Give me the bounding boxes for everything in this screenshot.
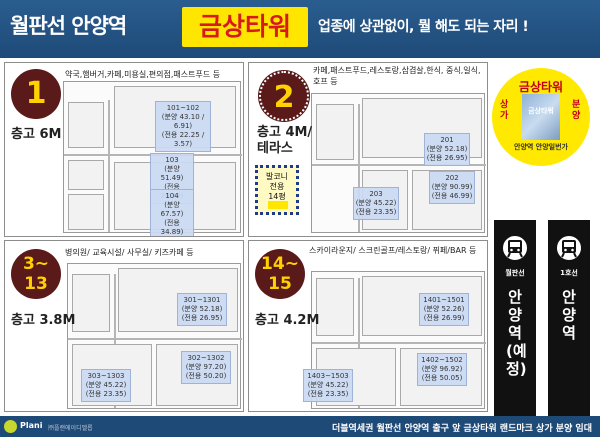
unit-id: 103 — [165, 156, 179, 164]
unit-area: (분양 97.20) — [185, 363, 227, 371]
tower-logo-right: 분양 — [572, 100, 581, 121]
unit-id: 1403~1503 — [307, 372, 349, 380]
floor-badge: 1 — [11, 69, 61, 119]
unit-id: 301~1301 — [183, 296, 221, 304]
header-tower-name: 금상타워 — [182, 7, 308, 47]
subway-train-icon — [555, 234, 583, 262]
unit-id: 201 — [440, 136, 454, 144]
unit-net: (전용 50.20) — [185, 372, 227, 380]
company-logo-text: Plani — [20, 421, 43, 430]
unit-area: (분양 96.92) — [421, 365, 463, 373]
floor-badge-top: 14~ — [261, 254, 299, 274]
floor-height-line1: 층고 4M/ — [257, 125, 313, 140]
unit-box: 201 (분양 52.18) (전용 26.95) — [424, 133, 470, 166]
station-line: 월판선 — [505, 269, 525, 277]
floor-badge-bottom: 13 — [24, 274, 48, 294]
floor-uses: 병의원/ 교육시설/ 사무실/ 키즈카페 등 — [65, 248, 194, 257]
company-logo-icon — [4, 420, 17, 433]
header-slogan: 업종에 상관없이, 뭘 해도 되는 자리 ! — [318, 19, 529, 35]
subway-train-icon — [501, 234, 529, 262]
unit-box: 104 (분양 67.57) (전용 34.89) — [150, 189, 194, 236]
floor-3-13-panel: 3~ 13 병의원/ 교육시설/ 사무실/ 키즈카페 등 층고 3.8M 301… — [4, 240, 244, 412]
balcony-label: 14평 — [268, 192, 286, 201]
unit-box: 301~1301 (분양 52.18) (전용 26.95) — [177, 293, 227, 326]
station-name: 안양역 — [562, 288, 576, 342]
unit-box: 302~1302 (분양 97.20) (전용 50.20) — [181, 351, 231, 384]
building-icon — [522, 94, 560, 140]
unit-box: 303~1303 (분양 45.22) (전용 23.35) — [81, 369, 131, 402]
unit-area: (분양 52.26) — [423, 305, 465, 313]
tower-logo-title: 금상타워 — [518, 80, 564, 94]
tower-logo-left: 상가 — [500, 100, 509, 121]
floor-height-line2: 테라스 — [257, 141, 293, 156]
tower-logo-badge: 금상타워 금상타워 상가 분양 안양역 안양일번가 — [492, 68, 590, 166]
floor-plan — [63, 81, 242, 233]
unit-net: (전용 26.95) — [426, 154, 468, 162]
unit-id: 302~1302 — [187, 354, 225, 362]
unit-box: 202 (분양 90.99) (전용 46.99) — [429, 171, 475, 204]
station-pillar: 월판선 안양역(예정) — [494, 220, 536, 416]
unit-net: (전용 23.35) — [85, 390, 127, 398]
unit-id: 104 — [165, 192, 179, 200]
floor-badge-top: 3~ — [22, 254, 50, 274]
floor-height: 층고 6M — [11, 127, 62, 142]
unit-net: (전용 22.25 / 3.57) — [161, 131, 205, 148]
unit-area: (분양 45.22) — [85, 381, 127, 389]
floor-14-15-panel: 14~ 15 스카이라운지/ 스크린골프/레스토랑/ 퓌페/BAR 등 층고 4… — [248, 240, 488, 412]
station-line: 1호선 — [560, 269, 578, 277]
unit-box: 1402~1502 (분양 96.92) (전용 50.05) — [417, 353, 467, 386]
floor-uses: 약국,햄버거,카페,미용실,편의점,패스트푸드 등 — [65, 70, 221, 79]
unit-net: (전용 26.99) — [423, 314, 465, 322]
unit-net: (전용 26.95) — [181, 314, 223, 322]
unit-net: (전용 50.05) — [421, 374, 463, 382]
floor-badge: 3~ 13 — [11, 249, 61, 299]
unit-area: (분양 45.22) — [307, 381, 349, 389]
balcony-label: 전용 — [269, 182, 285, 191]
station-pillar: 1호선 안양역 — [548, 220, 590, 416]
unit-box: 1401~1501 (분양 52.26) (전용 26.99) — [419, 293, 469, 326]
floor-1-panel: 1 약국,햄버거,카페,미용실,편의점,패스트푸드 등 층고 6M 101~10… — [4, 62, 244, 237]
tower-logo-bottom: 안양역 안양일번가 — [514, 143, 568, 151]
unit-box: 1403~1503 (분양 45.22) (전용 23.35) — [303, 369, 353, 402]
balcony-label: 발코니 — [265, 172, 289, 181]
station-name: 안양역(예정) — [506, 288, 527, 378]
tower-logo-name: 금상타워 — [528, 107, 554, 115]
unit-net: (전용 23.35) — [307, 390, 349, 398]
balcony-highlight: 발코니 전용 14평 — [255, 165, 299, 215]
footer-bar: Plani ㈜플랜에이디벨롭 더블역세권 월판선 안양역 출구 앞 금상타워 랜… — [0, 416, 600, 437]
footer-tagline: 더블역세권 월판선 안양역 출구 앞 금상타워 랜드마크 상가 분양 임대 — [331, 424, 592, 434]
unit-area: (분양 52.18) — [181, 305, 223, 313]
floor-uses: 카페,패스트푸드,레스토랑,삼겹살,한식, 중식,일식,호프 등 — [313, 66, 481, 86]
floor-uses: 스카이라운지/ 스크린골프/레스토랑/ 퓌페/BAR 등 — [309, 246, 477, 255]
unit-id: 101~102 — [166, 104, 200, 112]
header-banner: 월판선 안양역 금상타워 업종에 상관없이, 뭘 해도 되는 자리 ! — [0, 0, 600, 58]
unit-area: (분양 52.18) — [426, 145, 468, 153]
floor-badge: 2 — [259, 71, 309, 121]
header-title: 월판선 안양역 — [10, 14, 127, 38]
unit-id: 1401~1501 — [423, 296, 465, 304]
floor-badge: 14~ 15 — [255, 249, 305, 299]
unit-area: (분양 43.10 / 6.91) — [161, 113, 205, 130]
unit-net: (전용 34.89) — [160, 219, 184, 236]
floor-2-panel: 2 카페,패스트푸드,레스토랑,삼겹살,한식, 중식,일식,호프 등 층고 4M… — [248, 62, 488, 237]
unit-id: 202 — [445, 174, 459, 182]
floor-height: 층고 3.8M — [11, 313, 76, 328]
unit-net: (전용 46.99) — [431, 192, 473, 200]
unit-box: 101~102 (분양 43.10 / 6.91) (전용 22.25 / 3.… — [155, 101, 211, 152]
unit-id: 203 — [369, 190, 383, 198]
unit-area: (분양 67.57) — [160, 201, 184, 218]
unit-id: 303~1303 — [87, 372, 125, 380]
unit-area: (분양 51.49) — [160, 165, 184, 182]
company-name: ㈜플랜에이디벨롭 — [48, 425, 93, 432]
floor-height: 층고 4.2M — [255, 313, 320, 328]
unit-net: (전용 23.35) — [355, 208, 397, 216]
unit-area: (분양 90.99) — [431, 183, 473, 191]
floor-badge-bottom: 15 — [268, 274, 292, 294]
unit-box: 203 (분양 45.22) (전용 23.35) — [353, 187, 399, 220]
unit-id: 1402~1502 — [421, 356, 463, 364]
unit-area: (분양 45.22) — [355, 199, 397, 207]
